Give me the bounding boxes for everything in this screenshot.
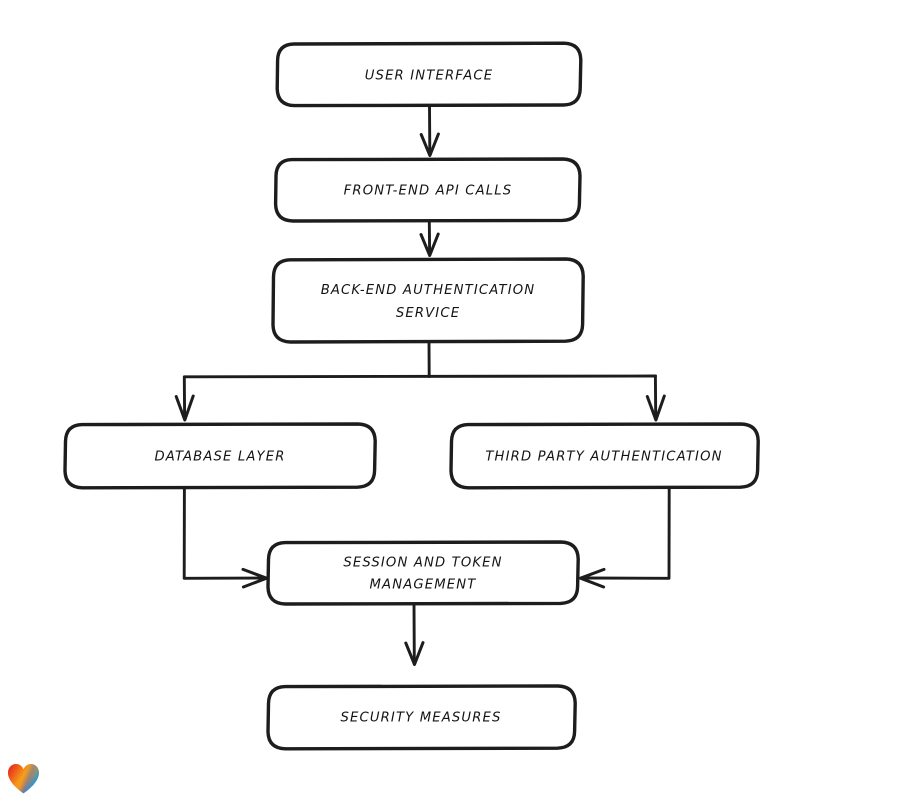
- node-label-back-end-auth-service-line2: SERVICE: [396, 306, 460, 321]
- node-label-back-end-auth-service-line1: BACK-END AUTHENTICATION: [321, 283, 536, 298]
- node-database-layer[interactable]: DATABASE LAYER: [63, 422, 377, 490]
- heart-icon: [8, 763, 39, 794]
- node-label-session-token-mgmt-line1: SESSION AND TOKEN: [343, 556, 502, 571]
- edge-back-end-auth-service-to-database-layer: [174, 375, 195, 422]
- node-label-database-layer: DATABASE LAYER: [154, 450, 285, 465]
- node-label-third-party-auth: THIRD PARTY AUTHENTICATION: [485, 450, 722, 465]
- node-label-session-token-mgmt-line2: MANAGEMENT: [370, 578, 477, 593]
- node-third-party-auth[interactable]: THIRD PARTY AUTHENTICATION: [449, 422, 760, 490]
- heart-shape-overlay: [8, 763, 39, 794]
- edge-back-end-auth-service-branch: [183, 340, 657, 379]
- node-back-end-auth-service[interactable]: BACK-END AUTHENTICATION SERVICE: [271, 257, 585, 344]
- edge-user-interface-to-front-end-api-calls: [419, 104, 440, 157]
- node-security-measures[interactable]: SECURITY MEASURES: [266, 684, 577, 751]
- node-label-user-interface: USER INTERFACE: [365, 69, 494, 84]
- edge-session-token-mgmt-to-security-measures: [404, 602, 425, 666]
- edge-front-end-api-calls-to-back-end-auth-service: [419, 219, 440, 257]
- node-label-front-end-api-calls: FRONT-END API CALLS: [344, 184, 513, 199]
- node-session-token-mgmt[interactable]: SESSION AND TOKEN MANAGEMENT: [266, 540, 580, 606]
- node-front-end-api-calls[interactable]: FRONT-END API CALLS: [273, 157, 582, 223]
- nodes-layer: USER INTERFACE FRONT-END API CALLS BACK-…: [63, 41, 760, 751]
- edge-third-party-auth-to-session-token-mgmt: [579, 486, 671, 589]
- node-label-security-measures: SECURITY MEASURES: [340, 711, 501, 726]
- node-user-interface[interactable]: USER INTERFACE: [275, 41, 583, 108]
- edge-back-end-auth-service-to-third-party-auth: [645, 374, 666, 422]
- edges-layer: [174, 104, 671, 666]
- edge-database-layer-to-session-token-mgmt: [182, 486, 268, 589]
